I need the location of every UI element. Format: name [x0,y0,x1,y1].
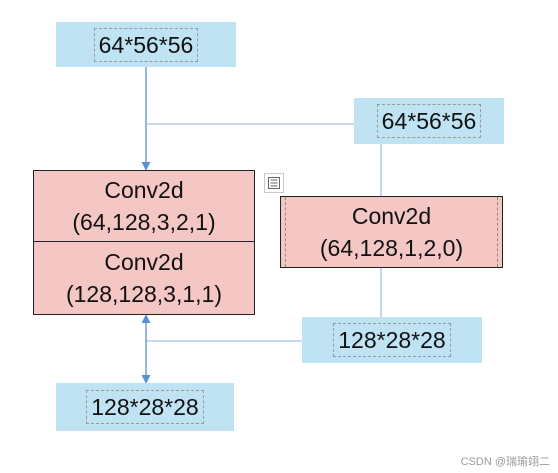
conv2d-block-1-params: (64,128,3,2,1) [72,209,216,235]
shortcut-input-label-text: 64*56*56 [376,104,482,138]
conv2d-block-2-params: (128,128,3,1,1) [65,281,222,307]
conv2d-block-1-title: Conv2d [104,177,184,203]
watermark: CSDN @瑞瑜翊二 [460,456,550,468]
shortcut-input-label: 64*56*56 [354,98,504,144]
output-label: 128*28*28 [56,383,234,431]
layout-options-icon[interactable] [264,173,284,193]
shortcut-conv2d-params: (64,128,1,2,0) [319,235,464,261]
conv2d-block-2: Conv2d (128,128,3,1,1) [33,241,255,315]
layout-options-glyph [268,177,280,189]
input-label: 64*56*56 [56,22,236,67]
shortcut-conv2d-block: Conv2d (64,128,1,2,0) [280,196,503,268]
input-label-text: 64*56*56 [93,27,199,62]
conv2d-block-2-title: Conv2d [104,249,184,275]
conv2d-block-1: Conv2d (64,128,3,2,1) [33,170,255,242]
shortcut-output-label: 128*28*28 [302,317,482,363]
shortcut-conv2d-title: Conv2d [351,203,432,229]
shortcut-output-label-text: 128*28*28 [333,323,451,357]
output-label-text: 128*28*28 [86,390,204,424]
